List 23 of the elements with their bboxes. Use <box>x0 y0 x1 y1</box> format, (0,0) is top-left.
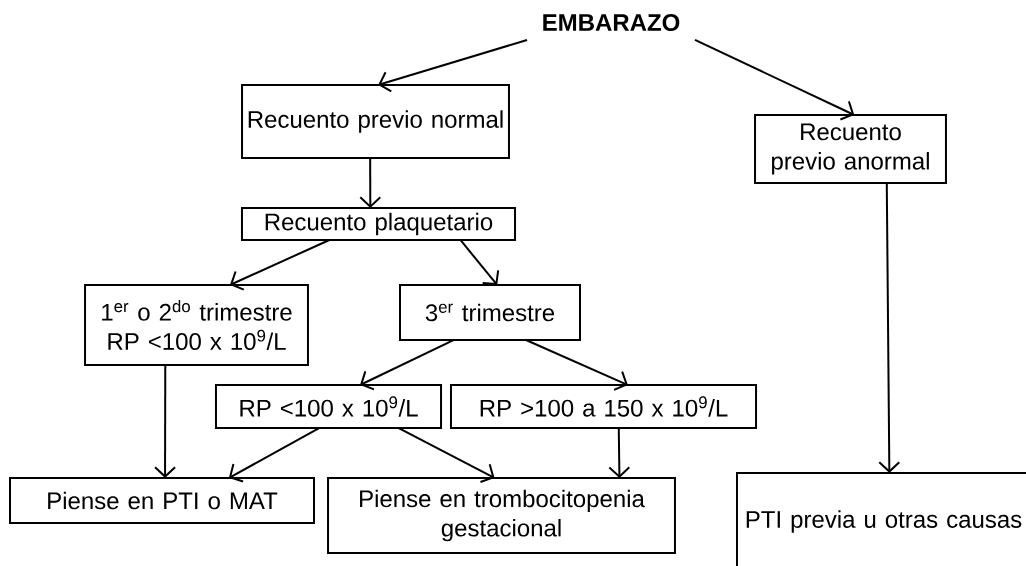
arrow <box>694 38 855 121</box>
arrow <box>360 338 455 391</box>
arrow <box>397 426 495 483</box>
result-box: Piense en trombocitopenia gestacional <box>327 477 676 554</box>
result-box: Piense en PTI o MAT <box>9 476 315 524</box>
arrow <box>608 426 631 479</box>
process-box: RP >100 a 150 x 10$^{9}$/L <box>449 384 758 429</box>
process-box: RP <100 x 10$^{9}$/L <box>214 384 443 429</box>
title-text: EMBARAZO <box>543 14 680 31</box>
process-box: Recuento plaquetario <box>240 207 517 241</box>
arrow <box>154 364 177 478</box>
process-box: Recuento previo anormal <box>754 114 947 184</box>
arrow <box>229 239 331 291</box>
process-box: 1$^{er}$ o 2$^{do}$ trimestre RP <100 x 10$^{9}$/L <box>84 284 309 366</box>
process-box: Recuento previo normal <box>241 83 510 160</box>
arrow <box>359 157 382 208</box>
arrow <box>378 38 528 93</box>
arrow <box>525 338 628 391</box>
arrow <box>878 182 901 473</box>
arrow <box>459 239 500 286</box>
arrow <box>228 426 321 483</box>
process-box: 3$^{er}$ trimestre <box>399 284 581 341</box>
result-box: PTI previa u otras causas <box>735 471 1026 566</box>
